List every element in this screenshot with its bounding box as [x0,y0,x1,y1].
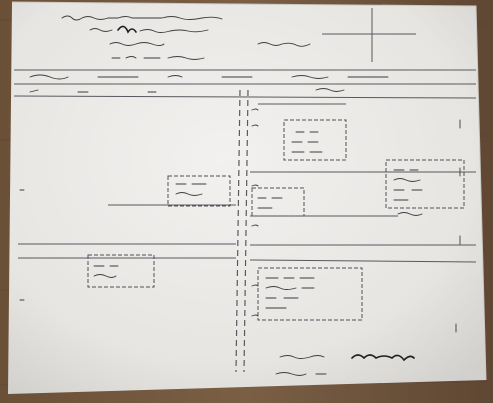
box-upper-right [283,119,347,161]
signature-area [275,354,415,376]
box-center-right [251,187,305,217]
margin-marks [19,119,461,333]
handwritten-header [61,8,416,62]
paper-sheet [8,2,486,394]
box-lower-right [257,267,363,321]
box-far-right [385,159,465,216]
paper-edge [11,1,487,381]
box-lower-left [87,254,155,288]
main-bands [13,69,477,99]
box-left-center [167,175,231,207]
central-spine [235,89,259,373]
